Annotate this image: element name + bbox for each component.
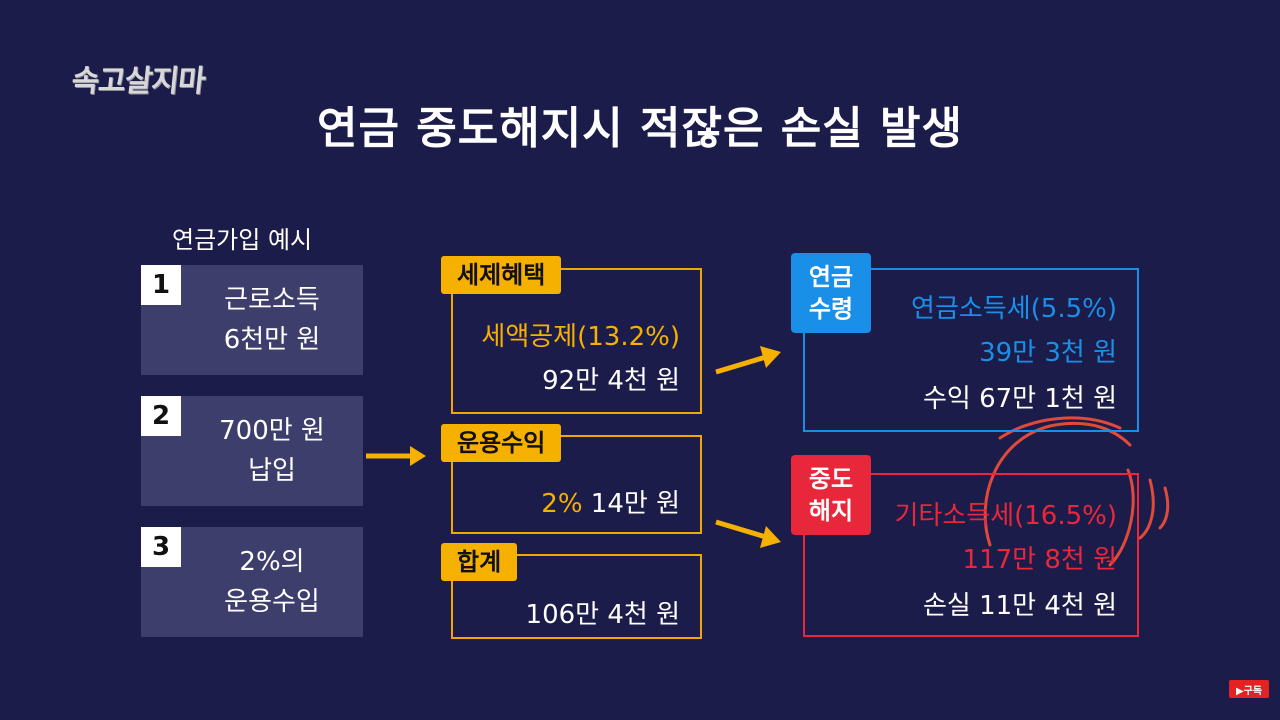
step-text: 근로소득 6천만 원 <box>181 265 363 375</box>
tax-deduction-rate: 세액공제(13.2%) <box>481 322 680 352</box>
early-termination-label: 중도 해지 <box>791 455 871 535</box>
returns-label: 운용수익 <box>441 424 562 462</box>
total-box: 106만 4천 원 <box>451 554 702 639</box>
label-line-2: 해지 <box>808 497 854 525</box>
step-box-1: 1 근로소득 6천만 원 <box>141 265 363 375</box>
pension-receive-box: 연금소득세(5.5%) 39만 3천 원 수익 67만 1천 원 <box>803 268 1139 432</box>
pension-receive-label: 연금 수령 <box>791 253 871 333</box>
pension-profit: 수익 67만 1천 원 <box>922 384 1117 414</box>
step-line-2: 운용수입 <box>224 587 320 617</box>
pension-tax-rate: 연금소득세(5.5%) <box>911 294 1117 324</box>
pension-tax-amount: 39만 3천 원 <box>979 338 1117 368</box>
step-line-2: 납입 <box>248 456 296 486</box>
step-line-1: 2%의 <box>239 547 305 577</box>
label-line-1: 연금 <box>808 263 854 291</box>
step-box-3: 3 2%의 운용수입 <box>141 527 363 637</box>
step-number-badge: 3 <box>141 527 181 567</box>
total-amount: 106만 4천 원 <box>525 600 680 630</box>
step-number-badge: 2 <box>141 396 181 436</box>
step-line-1: 700만 원 <box>219 416 325 446</box>
example-heading: 연금가입 예시 <box>172 226 313 254</box>
tax-deduction-amount: 92만 4천 원 <box>542 366 680 396</box>
page-title: 연금 중도해지시 적잖은 손실 발생 <box>317 103 963 154</box>
step-line-1: 근로소득 <box>224 285 320 315</box>
other-income-tax-amount: 117만 8천 원 <box>962 545 1117 575</box>
step-text: 2%의 운용수입 <box>181 527 363 637</box>
early-termination-box: 기타소득세(16.5%) 117만 8천 원 손실 11만 4천 원 <box>803 473 1139 637</box>
step-text: 700만 원 납입 <box>181 396 363 506</box>
returns-box: 2% 14만 원 <box>451 435 702 534</box>
arrow-right-icon <box>366 446 426 466</box>
label-line-2: 수령 <box>808 295 854 323</box>
arrow-down-right-icon <box>715 519 781 548</box>
arrow-up-right-icon <box>715 346 781 375</box>
termination-loss: 손실 11만 4천 원 <box>922 591 1117 621</box>
step-number-badge: 1 <box>141 265 181 305</box>
returns-text: 2% 14만 원 <box>541 483 680 520</box>
tax-benefit-box: 세액공제(13.2%) 92만 4천 원 <box>451 268 702 414</box>
other-income-tax-rate: 기타소득세(16.5%) <box>894 501 1117 531</box>
returns-rate: 2% <box>541 489 583 519</box>
step-line-2: 6천만 원 <box>223 325 321 355</box>
total-label: 합계 <box>441 543 518 581</box>
label-line-1: 중도 <box>808 465 854 493</box>
tax-benefit-label: 세제혜택 <box>441 256 562 294</box>
returns-amount: 14만 원 <box>590 489 680 519</box>
step-box-2: 2 700만 원 납입 <box>141 396 363 506</box>
subscribe-button[interactable]: ▶구독 <box>1229 680 1269 698</box>
